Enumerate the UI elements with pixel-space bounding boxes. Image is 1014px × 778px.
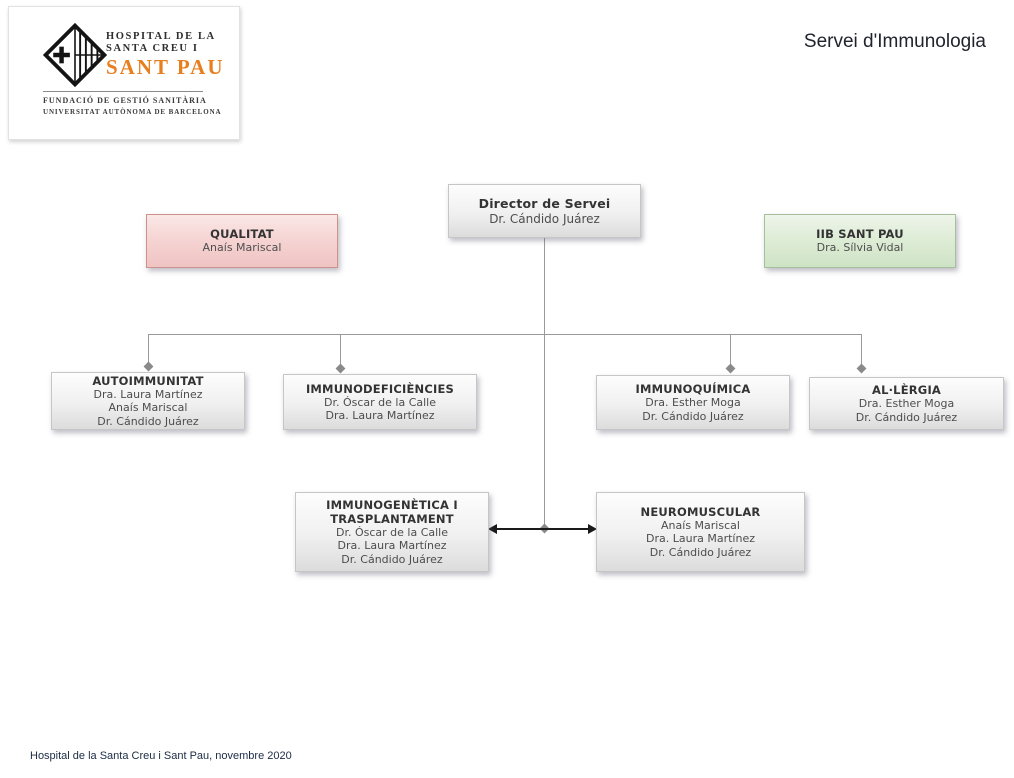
double-arrow-line bbox=[495, 528, 589, 530]
org-box-member: Dra. Laura Martínez bbox=[93, 387, 203, 401]
org-box-member: Dra. Sílvia Vidal bbox=[816, 241, 904, 255]
org-box-member: Anaís Mariscal bbox=[661, 518, 740, 532]
org-box-member: Dr. Cándido Juárez bbox=[489, 211, 600, 226]
org-box-member: Dr. Cándido Juárez bbox=[642, 409, 744, 423]
arrowhead-left-icon bbox=[488, 524, 497, 534]
connector-director-vertical bbox=[544, 238, 545, 334]
org-box-neuromuscular: NEUROMUSCULAR Anaís Mariscal Dra. Laura … bbox=[596, 492, 805, 572]
connector-drop-autoimmunitat bbox=[148, 334, 149, 366]
logo-name-line2: SANTA CREU I bbox=[106, 43, 199, 54]
connector-director-vertical-lower bbox=[544, 334, 545, 529]
org-box-title: Director de Servei bbox=[478, 195, 611, 211]
org-box-member: Dra. Laura Martínez bbox=[337, 539, 447, 553]
org-box-member: Dr. Óscar de la Calle bbox=[335, 525, 448, 539]
page-title: Servei d'Immunologia bbox=[803, 31, 986, 52]
footer-note: Hospital de la Santa Creu i Sant Pau, no… bbox=[30, 750, 292, 762]
logo-name-line3: SANT PAU bbox=[106, 55, 225, 79]
node-diamond-immunodeficiencies bbox=[335, 363, 346, 374]
org-box-qualitat: QUALITAT Anaís Mariscal bbox=[146, 214, 338, 268]
org-box-member: Dra. Laura Martínez bbox=[325, 409, 435, 422]
org-box-title: IMMUNOQUÍMICA bbox=[635, 382, 751, 396]
org-box-member: Anaís Mariscal bbox=[108, 401, 188, 415]
arrowhead-right-icon bbox=[588, 524, 597, 534]
org-box-title: QUALITAT bbox=[210, 227, 274, 242]
org-box-immunoquimica: IMMUNOQUÍMICA Dra. Esther Moga Dr. Cándi… bbox=[596, 375, 790, 430]
org-box-title: IMMUNODEFICIÈNCIES bbox=[305, 381, 455, 396]
org-box-title: NEUROMUSCULAR bbox=[640, 504, 761, 519]
org-box-member: Dr. Cándido Juárez bbox=[341, 552, 443, 566]
org-box-immunodeficiencies: IMMUNODEFICIÈNCIES Dr. Óscar de la Calle… bbox=[283, 374, 477, 430]
node-diamond-autoimmunitat bbox=[143, 361, 154, 372]
org-box-member: Dr. Óscar de la Calle bbox=[323, 395, 436, 409]
node-diamond-allergia bbox=[856, 363, 867, 374]
connector-drop-allergia bbox=[861, 334, 862, 367]
org-box-member: Anaís Mariscal bbox=[202, 241, 282, 255]
node-diamond-immunoquimica bbox=[725, 363, 736, 374]
org-box-member: Dra. Esther Moga bbox=[645, 396, 741, 409]
org-box-member: Dr. Cándido Juárez bbox=[649, 545, 752, 559]
connector-horizontal-main bbox=[148, 334, 862, 335]
org-box-director: Director de Servei Dr. Cándido Juárez bbox=[448, 184, 641, 238]
org-box-title: AUTOIMMUNITAT bbox=[92, 373, 204, 388]
org-box-member: Dr. Cándido Juárez bbox=[97, 414, 199, 428]
connector-drop-immunoquimica bbox=[730, 334, 731, 367]
org-box-allergia: AL·LÈRGIA Dra. Esther Moga Dr. Cándido J… bbox=[809, 377, 1004, 430]
org-box-title: IMMUNOGENÈTICA I TRASPLANTAMENT bbox=[326, 497, 458, 526]
org-box-member: Dra. Laura Martínez bbox=[646, 532, 755, 546]
org-box-member: Dr. Cándido Juárez bbox=[855, 410, 958, 424]
connector-drop-immunodeficiencies bbox=[340, 334, 341, 367]
org-box-title: AL·LÈRGIA bbox=[871, 383, 942, 397]
org-box-immunogenetica-trasplantament: IMMUNOGENÈTICA I TRASPLANTAMENT Dr. Ósca… bbox=[295, 492, 489, 572]
org-box-title: IIB SANT PAU bbox=[816, 227, 904, 242]
hospital-logo-card: HOSPITAL DE LA SANTA CREU I SANT PAU FUN… bbox=[8, 6, 240, 140]
logo-subtitle-1: FUNDACIÓ DE GESTIÓ SANITÀRIA bbox=[43, 96, 207, 105]
logo-subtitle-2: UNIVERSITAT AUTÒNOMA DE BARCELONA bbox=[43, 108, 222, 116]
hospital-crest-icon bbox=[43, 23, 107, 87]
org-box-member: Dra. Esther Moga bbox=[858, 397, 955, 410]
org-box-autoimmunitat: AUTOIMMUNITAT Dra. Laura Martínez Anaís … bbox=[51, 372, 245, 430]
logo-divider bbox=[43, 91, 203, 92]
org-box-iib-sant-pau: IIB SANT PAU Dra. Sílvia Vidal bbox=[764, 214, 956, 268]
logo-name-line1: HOSPITAL DE LA bbox=[106, 31, 216, 42]
